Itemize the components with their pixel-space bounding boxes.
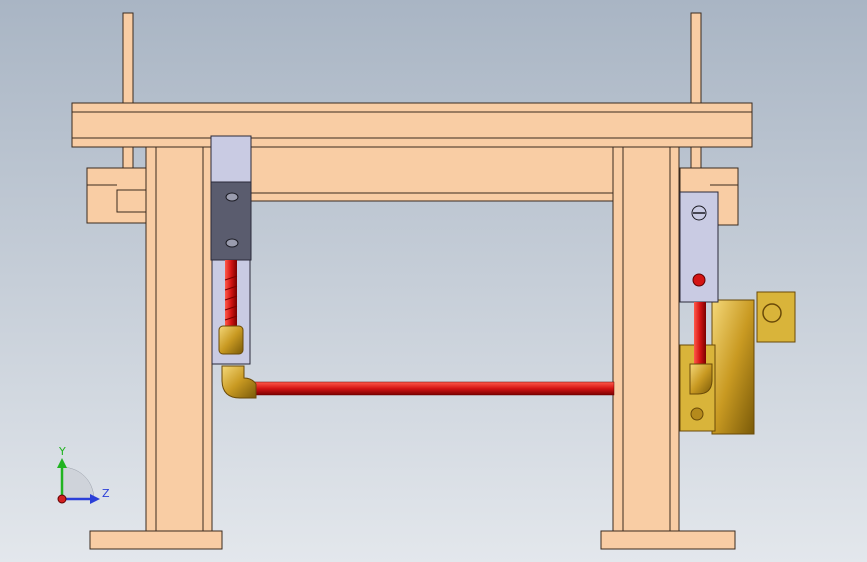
coordinate-triad: Y Z: [57, 445, 110, 504]
left-side-bracket-notch: [116, 189, 148, 213]
triad-y-arrow: [57, 458, 67, 468]
air-line-assembly[interactable]: [221, 365, 615, 399]
valve-mount-hole: [690, 407, 704, 421]
left-leg[interactable]: [145, 146, 213, 534]
left-block-bolt-bottom: [225, 238, 239, 248]
triad-z-label: Z: [102, 487, 110, 500]
left-tube-coil: [224, 275, 238, 321]
left-cylinder-assembly[interactable]: [210, 135, 252, 365]
left-brass-elbow: [221, 365, 257, 399]
left-block-cap: [210, 135, 252, 183]
right-valve-assembly[interactable]: [679, 191, 796, 435]
valve-main-body: [711, 299, 755, 435]
right-brass-elbow: [689, 363, 713, 395]
left-brass-fitting: [218, 325, 244, 355]
triad-z-arrow: [90, 494, 100, 504]
top-crossbeam[interactable]: [71, 102, 753, 148]
left-block-bolt-top: [225, 192, 239, 202]
rear-crossbar[interactable]: [209, 146, 616, 202]
horizontal-red-tube: [249, 381, 615, 396]
left-foot-plate[interactable]: [89, 530, 223, 550]
left-vertical-tube: [225, 260, 237, 332]
right-foot-plate[interactable]: [600, 530, 736, 550]
right-vertical-tube: [694, 302, 706, 364]
triad-y-label: Y: [58, 445, 66, 458]
valve-top-port: [756, 291, 796, 343]
valve-port-hole: [762, 303, 782, 323]
triad-origin: [57, 494, 67, 504]
right-plate-red-port: [692, 273, 706, 287]
right-leg[interactable]: [612, 146, 680, 534]
